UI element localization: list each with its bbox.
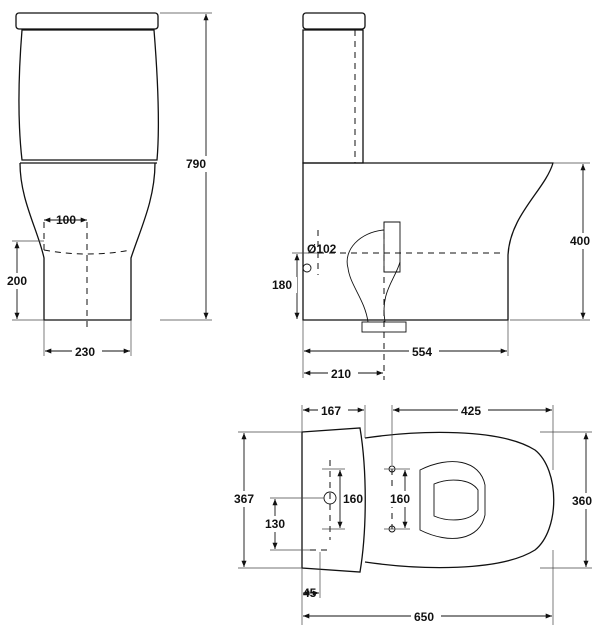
dim-230: 230 bbox=[75, 345, 95, 359]
front-cistern-body bbox=[18, 29, 160, 161]
dim-400: 400 bbox=[570, 234, 590, 248]
dim-100: 100 bbox=[56, 213, 76, 227]
plan-seat-opening bbox=[419, 461, 486, 539]
dim-425: 425 bbox=[461, 404, 481, 418]
front-pan bbox=[19, 162, 156, 321]
side-cistern-body bbox=[302, 29, 364, 164]
side-cistern-lid bbox=[302, 12, 366, 30]
plan-view bbox=[238, 405, 592, 625]
plan-bowl bbox=[364, 431, 555, 569]
dim-waste-diameter: Ø102 bbox=[307, 242, 337, 256]
dim-160-left: 160 bbox=[343, 492, 363, 506]
dim-160-right: 160 bbox=[390, 492, 410, 506]
side-pan bbox=[302, 162, 554, 321]
dim-180: 180 bbox=[272, 278, 292, 292]
side-view bbox=[292, 12, 590, 380]
dim-167: 167 bbox=[321, 404, 341, 418]
dim-790: 790 bbox=[186, 157, 206, 171]
dim-554: 554 bbox=[412, 345, 432, 359]
dim-130: 130 bbox=[265, 517, 285, 531]
dim-200: 200 bbox=[7, 274, 27, 288]
dim-360: 360 bbox=[572, 494, 592, 508]
front-cistern-lid bbox=[15, 12, 159, 30]
dim-367: 367 bbox=[234, 492, 254, 506]
dim-45: 45 bbox=[303, 586, 317, 600]
plan-cistern bbox=[301, 427, 366, 573]
dim-650: 650 bbox=[414, 610, 434, 624]
front-view bbox=[12, 12, 212, 356]
dim-210: 210 bbox=[331, 367, 351, 381]
